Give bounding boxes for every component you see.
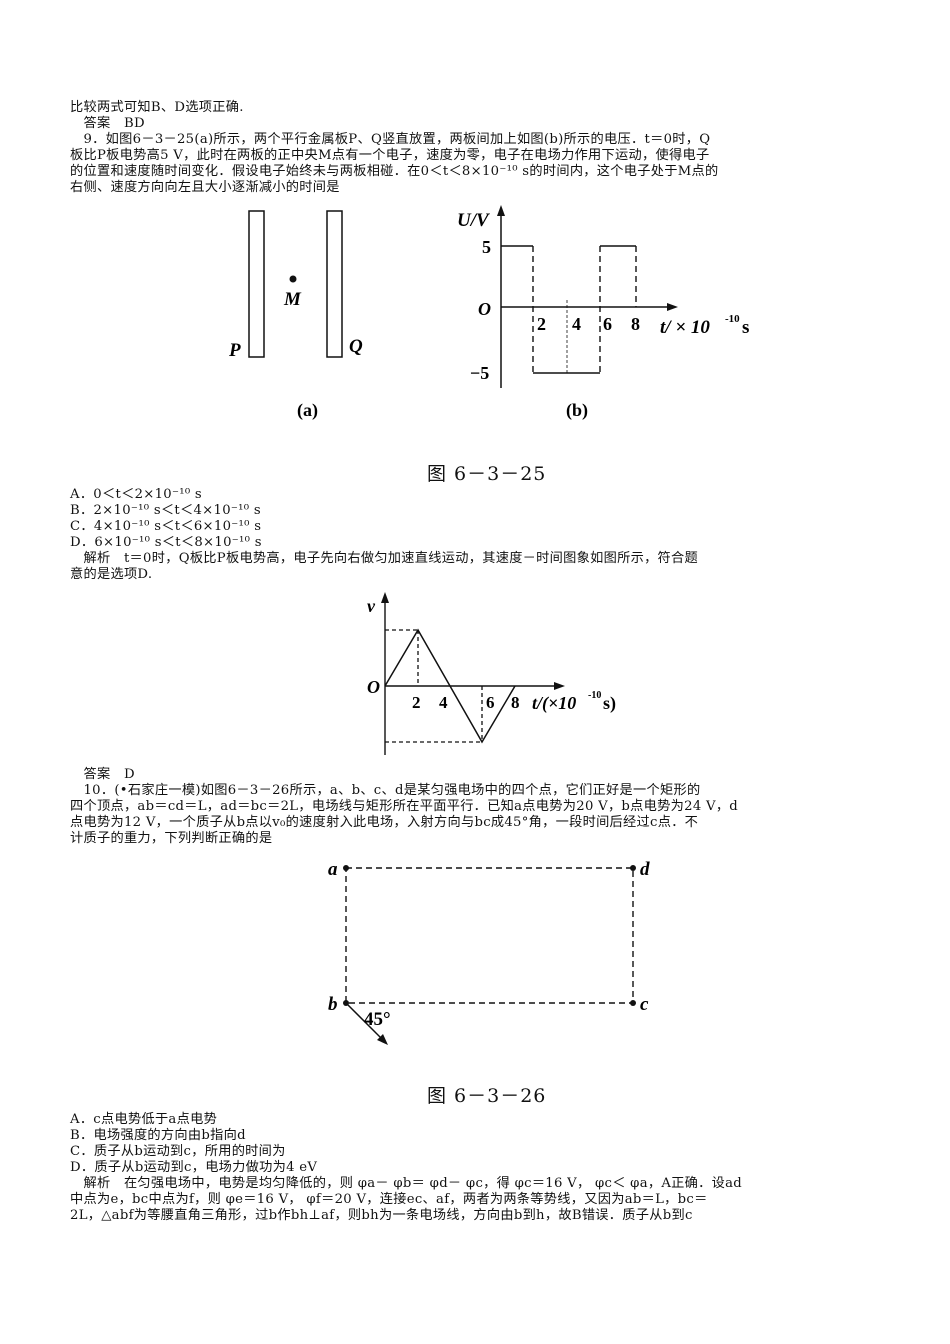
option-c: C．4×10⁻¹⁰ s＜t＜6×10⁻¹⁰ s: [70, 519, 262, 534]
question-10-line: 点电势为12 V，一个质子从b点以v₀的速度射入此电场，入射方向与bc成45°角…: [70, 815, 699, 830]
question-10-line: 10．(•石家庄一模)如图6－3－26所示，a、b、c、d是某匀强电场中的四个点…: [70, 783, 701, 798]
t-tick: 6: [486, 693, 495, 712]
t-tick: 8: [511, 693, 520, 712]
angle-label: 45°: [364, 1009, 391, 1030]
y-axis-label: U/V: [457, 210, 490, 231]
label-b: b: [328, 994, 338, 1015]
t-tick: 2: [412, 693, 421, 712]
x-axis-arrow: [667, 303, 678, 311]
velocity-arrowhead: [377, 1034, 388, 1045]
label-c: c: [640, 994, 649, 1015]
analysis-line: 解析 t＝0时，Q板比P板电势高，电子先向右做匀加速直线运动，其速度－时间图象如…: [70, 551, 699, 566]
x-axis-exponent: -10: [725, 313, 740, 325]
question-9-line: 右侧、速度方向向左且大小逐渐减小的时间是: [70, 180, 340, 195]
option-d: D．质子从b运动到c，电场力做功为4 eV: [70, 1160, 318, 1175]
t-tick: 4: [439, 693, 448, 712]
question-10-line: 四个顶点，ab＝cd＝L，ad＝bc＝2L，电场线与矩形所在平面平行．已知a点电…: [70, 799, 739, 814]
point-m-label: M: [283, 289, 302, 310]
option-b: B．电场强度的方向由b指向d: [70, 1128, 246, 1143]
x-tick: 6: [603, 314, 612, 334]
plate-p: [248, 210, 265, 358]
point-d: [630, 865, 636, 871]
waveform-dashes: [532, 246, 637, 373]
rectangle-abcd: [345, 867, 634, 1004]
point-c: [630, 1000, 636, 1006]
x-axis-unit: s: [742, 317, 749, 338]
plate-q: [326, 210, 343, 358]
x-tick: 4: [572, 314, 581, 334]
origin-label: O: [367, 677, 380, 697]
question-9-line: 板比P板电势高5 V，此时在两板的正中央M点有一个电子，速度为零，电子在电场力作…: [70, 148, 710, 163]
y-axis-arrow: [497, 205, 505, 216]
figure-caption: 图 6－3－25: [427, 463, 547, 485]
plate-p-label: P: [228, 340, 241, 361]
figure-6-3-25: M P Q (a) U/V 5 O −5 2 4 6 8 t/ × 10 -10…: [228, 205, 749, 421]
voltage-waveform: [501, 245, 636, 374]
option-b: B．2×10⁻¹⁰ s＜t＜4×10⁻¹⁰ s: [70, 503, 261, 518]
y-tick-low: −5: [470, 363, 489, 383]
analysis-line: 2L，△abf为等腰直角三角形，过b作bh⊥af，则bh为一条电场线，方向由b到…: [70, 1208, 693, 1223]
x-tick: 2: [537, 314, 546, 334]
question-9-line: 9．如图6－3－25(a)所示，两个平行金属板P、Q竖直放置，两板间加上如图(b…: [70, 132, 711, 147]
x-axis-label: t/ × 10: [660, 317, 710, 338]
question-10-line: 计质子的重力，下列判断正确的是: [70, 831, 273, 846]
origin-label: O: [478, 299, 491, 319]
figure-6-3-26: a d b c 45°: [328, 859, 650, 1045]
option-c: C．质子从b运动到c，所用的时间为: [70, 1144, 286, 1159]
analysis-line: 解析 在匀强电场中，电势是均匀降低的，则 φa－ φb＝ φd－ φc，得 φc…: [70, 1176, 743, 1191]
option-a: A．c点电势低于a点电势: [70, 1112, 218, 1127]
figure-velocity-time: v O 2 4 6 8 t/(×10 -10 s): [367, 592, 616, 755]
velocity-curve: [384, 628, 516, 744]
t-axis-arrow: [554, 682, 565, 690]
answer-line: 答案 D: [70, 767, 135, 782]
y-tick-high: 5: [482, 237, 491, 257]
label-a: (a): [297, 400, 318, 421]
label-b: (b): [566, 400, 588, 421]
point-a: [343, 865, 349, 871]
figure-caption: 图 6－3－26: [427, 1085, 547, 1107]
v-axis-label: v: [367, 596, 376, 616]
t-axis-label: t/(×10: [532, 693, 576, 714]
analysis-line: 意的是选项D.: [70, 567, 153, 582]
t-axis-exponent: -10: [588, 690, 601, 701]
plate-q-label: Q: [349, 336, 363, 357]
t-axis-unit: s): [603, 693, 616, 714]
point-m-dot: [289, 275, 297, 283]
analysis-line: 中点为e，bc中点为f，则 φe＝16 V， φf＝20 V，连接ec、af，两…: [70, 1192, 708, 1207]
x-tick: 8: [631, 314, 640, 334]
answer-line: 答案 BD: [70, 116, 145, 131]
question-9-line: 的位置和速度随时间变化．假设电子始终未与两板相碰．在0＜t＜8×10⁻¹⁰ s的…: [70, 164, 719, 179]
label-a: a: [328, 859, 338, 880]
guide-dashes: [385, 629, 483, 743]
v-axis-arrow: [381, 592, 389, 603]
text-line: 比较两式可知B、D选项正确.: [70, 100, 244, 115]
velocity-arrow: [345, 1002, 384, 1041]
option-a: A．0＜t＜2×10⁻¹⁰ s: [70, 487, 202, 502]
label-d: d: [640, 859, 650, 880]
option-d: D．6×10⁻¹⁰ s＜t＜8×10⁻¹⁰ s: [70, 535, 262, 550]
